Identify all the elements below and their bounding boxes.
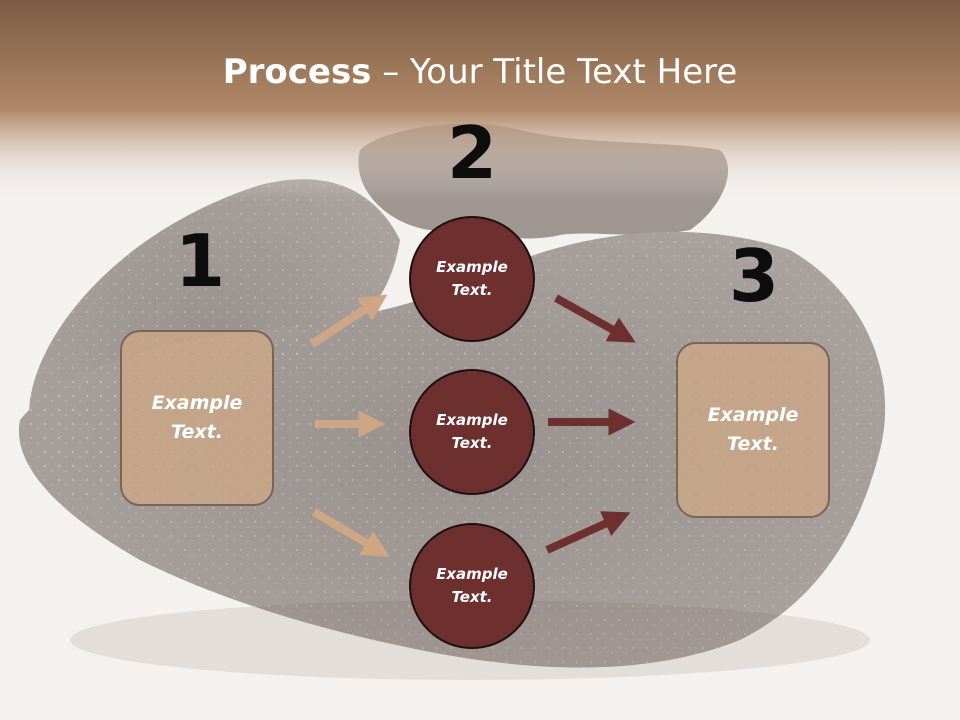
step-3-text: Example Text.: [707, 404, 799, 455]
step-1-box: Example Text.: [120, 330, 274, 506]
arrow-2c-to-3: [545, 511, 631, 554]
step-number-3: 3: [728, 234, 780, 318]
step-2-circle-middle: Example Text.: [409, 369, 535, 495]
arrow-1-to-2a: [309, 294, 388, 348]
step-2-circle-bottom: Example Text.: [409, 523, 535, 649]
step-2-text-middle: Example Text.: [436, 411, 508, 452]
step-2-text-top: Example Text.: [436, 258, 508, 299]
arrow-1-to-2c: [311, 508, 390, 557]
step-1-text: Example Text.: [151, 392, 243, 443]
step-2-circle-top: Example Text.: [409, 216, 535, 342]
step-2-text-bottom: Example Text.: [436, 565, 508, 606]
title-bold: Process: [222, 52, 372, 92]
title-rest: – Your Title Text Here: [371, 52, 738, 92]
arrow-2a-to-3: [554, 294, 636, 343]
step-number-2: 2: [446, 111, 498, 195]
page-title: Process – Your Title Text Here: [0, 52, 960, 92]
step-number-1: 1: [174, 219, 226, 303]
step-3-box: Example Text.: [676, 342, 830, 518]
